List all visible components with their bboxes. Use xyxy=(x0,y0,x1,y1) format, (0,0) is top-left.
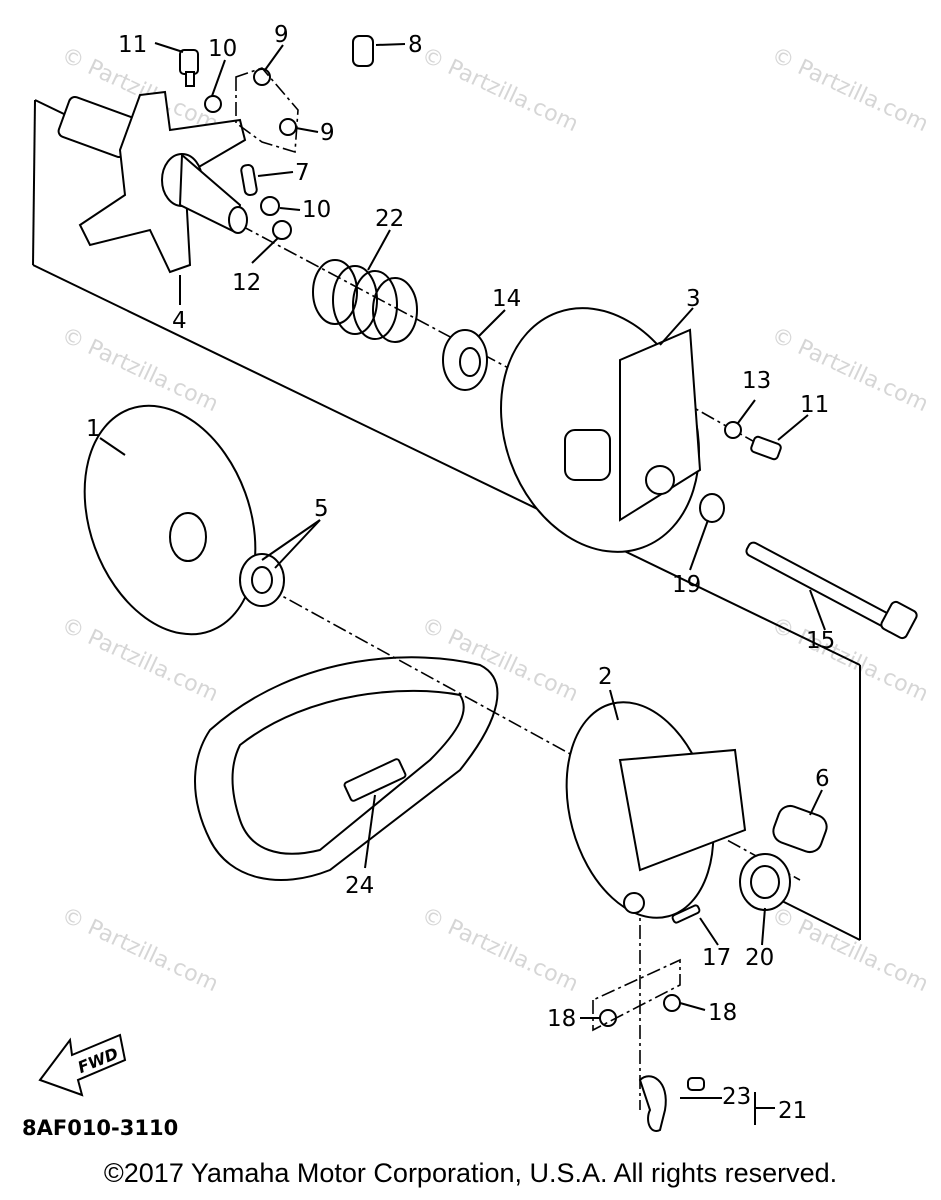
callout-9: 9 xyxy=(320,120,335,146)
callout-2: 2 xyxy=(598,664,613,690)
callout-9: 9 xyxy=(274,22,289,48)
callout-18: 18 xyxy=(708,1000,737,1026)
callout-12: 12 xyxy=(232,270,261,296)
callout-17: 17 xyxy=(702,945,731,971)
callout-5: 5 xyxy=(314,496,329,522)
callout-6: 6 xyxy=(815,766,830,792)
callouts: 11 10 9 8 9 7 10 12 4 22 14 3 13 11 1 5 … xyxy=(86,22,835,1124)
drive-belt xyxy=(194,656,499,881)
callout-3: 3 xyxy=(686,286,701,312)
collar-5 xyxy=(239,553,285,607)
callout-10: 10 xyxy=(208,36,237,62)
fixed-sheave xyxy=(83,404,257,636)
spring xyxy=(312,259,418,343)
watermark: © Partzilla.com xyxy=(767,903,931,997)
callout-21: 21 xyxy=(778,1098,807,1124)
callout-13: 11 xyxy=(800,392,829,418)
callout-23: 22 xyxy=(375,206,404,232)
callout-7: 7 xyxy=(295,160,310,186)
callout-16: 14 xyxy=(492,286,521,312)
callout-10: 10 xyxy=(302,197,331,223)
small-hardware xyxy=(179,35,374,240)
bushing-16 xyxy=(442,329,488,391)
watermark: © Partzilla.com xyxy=(57,903,221,997)
callout-20: 20 xyxy=(745,945,774,971)
callout-14: 13 xyxy=(742,368,771,394)
primary-spider xyxy=(57,90,248,274)
callout-22: 23 xyxy=(722,1084,751,1110)
callout-8: 8 xyxy=(408,32,423,58)
movable-sheave xyxy=(500,307,702,553)
watermark: © Partzilla.com xyxy=(767,323,931,417)
watermark: © Partzilla.com xyxy=(417,903,581,997)
copyright-notice: ©2017 Yamaha Motor Corporation, U.S.A. A… xyxy=(103,1158,838,1188)
watermark: © Partzilla.com xyxy=(767,43,931,137)
callout-19: 19 xyxy=(672,572,701,598)
callout-11: 11 xyxy=(118,32,147,58)
callout-18: 18 xyxy=(547,1006,576,1032)
callout-1: 1 xyxy=(86,416,101,442)
callout-4: 4 xyxy=(172,308,187,334)
sheave-hardware xyxy=(699,421,918,640)
watermark: © Partzilla.com xyxy=(417,43,581,137)
sleeve-and-seal xyxy=(739,804,828,911)
watermark: © Partzilla.com xyxy=(57,323,221,417)
callout-24: 24 xyxy=(345,873,374,899)
secondary-sheave xyxy=(565,701,747,919)
leader-lines xyxy=(99,42,826,1125)
fwd-arrow: FWD xyxy=(38,1033,127,1097)
catalog-code: 8AF010-3110 xyxy=(22,1116,179,1140)
callout-15: 15 xyxy=(806,628,835,654)
